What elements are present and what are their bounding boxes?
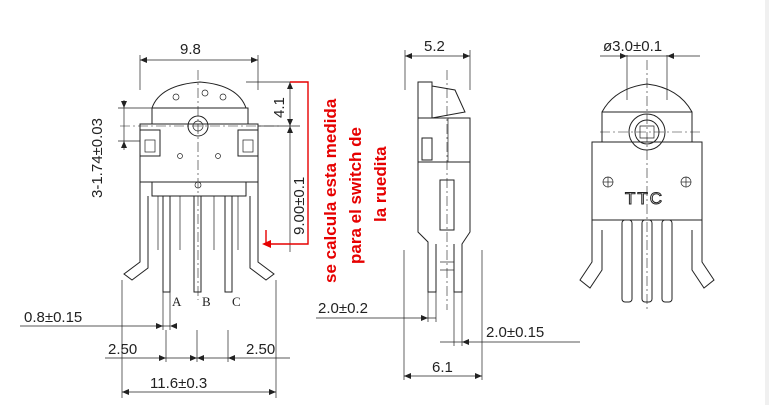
top-height-label: 4.1 [271, 97, 288, 118]
side-base-label: 6.1 [432, 359, 453, 376]
side-offset2-label: 2.0±0.15 [486, 324, 544, 341]
annotation-line-3: la ruedita [371, 146, 390, 222]
annotation-line-1: se calcula esta medida [321, 98, 340, 283]
hole-dimension-label: 3-1.74±0.03 [89, 118, 106, 198]
annotation-line-2: para el switch de [346, 127, 365, 264]
pitch-right-label: 2.50 [246, 341, 275, 358]
ttc-logo-text: TTC [625, 189, 664, 208]
highlight-bracket [265, 81, 309, 245]
pin-label-b: B [202, 294, 211, 309]
total-height-label: 9.00±0.1 [291, 177, 308, 235]
side-offset-label: 2.0±0.2 [318, 300, 368, 317]
pitch-left-label: 2.50 [108, 341, 137, 358]
shaft-diameter-label: ø3.0±0.1 [603, 38, 662, 55]
pin-width-label: 0.8±0.15 [24, 309, 82, 326]
pin-label-c: C [232, 294, 241, 309]
front-view: 9.8 A B C [20, 41, 309, 398]
right-edge-strip [765, 0, 769, 405]
side-width-label: 5.2 [424, 38, 445, 55]
annotation-note: se calcula esta medida para el switch de… [321, 98, 390, 283]
top-view: ø3.0±0.1 TTC [579, 38, 715, 312]
mount-width-label: 11.6±0.3 [150, 375, 207, 392]
side-view: 5.2 2.0±0.2 2.0±0.15 6.1 [316, 38, 580, 380]
pin-label-a: A [172, 294, 182, 309]
front-width-label: 9.8 [180, 41, 201, 58]
